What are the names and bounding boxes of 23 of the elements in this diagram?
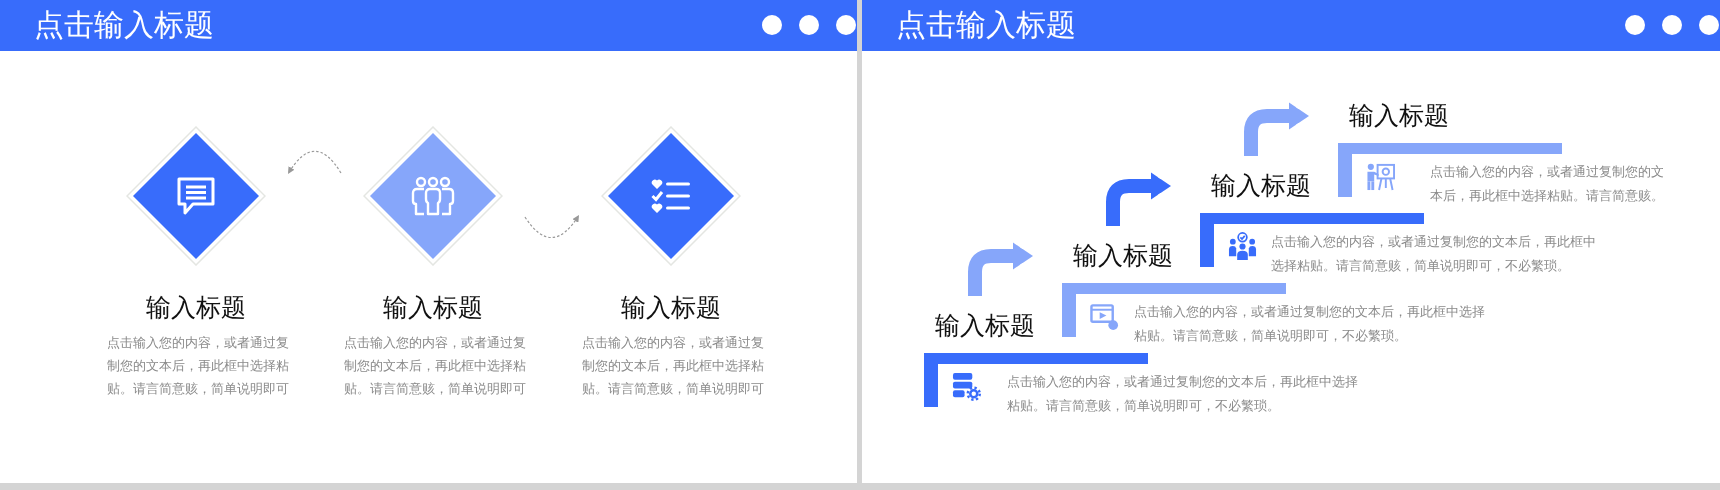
bent-arrow — [968, 242, 1033, 296]
slide-title: 点击输入标题 — [34, 7, 214, 43]
heading-text: 输入标题 — [145, 294, 247, 322]
description-text: 点击输入您的内容，或者通过复制您的文本后，再此框中选择粘贴。请言简意赅。 — [1430, 163, 1664, 205]
slide-title: 点击输入标题 — [896, 7, 1076, 43]
description-text: 点击输入您的内容，或者通过复制您的文本后，再此框中选择粘贴。请言简意赅，简单说明即可 — [344, 333, 526, 398]
bent-arrow — [1244, 102, 1309, 156]
heading-text: 输入标题 — [382, 294, 484, 322]
description-text: 点击输入您的内容，或者通过复制您的文本后，再此框中选择粘贴。请言简意赅，简单说明即可 — [582, 333, 764, 398]
dashed-curved-arrow — [524, 214, 580, 239]
description-text: 点击输入您的内容，或者通过复制您的文本后，再此框中选择粘贴。请言简意赅，简单说明即可 — [107, 333, 289, 398]
description-text: 点击输入您的内容，或者通过复制您的文本后，再此框中选择粘贴。请言简意赅，简单说明即可，不必繁琐。 — [1134, 303, 1485, 345]
slide-panel — [862, 0, 1720, 483]
description-text: 点击输入您的内容，或者通过复制您的文本后，再此框中选择粘贴。请言简意赅，简单说明即可，不必繁琐。 — [1007, 373, 1358, 415]
heading-text: 输入标题 — [1211, 172, 1311, 200]
bent-arrow — [1106, 172, 1171, 226]
heading-text: 输入标题 — [1073, 242, 1173, 270]
heading-text: 输入标题 — [935, 312, 1035, 340]
heading-text: 输入标题 — [620, 294, 722, 322]
dashed-curved-arrow — [287, 150, 342, 175]
slide-panel — [0, 0, 857, 483]
heading-text: 输入标题 — [1349, 102, 1449, 130]
description-text: 点击输入您的内容，或者通过复制您的文本后，再此框中选择粘贴。请言简意赅，简单说明即可，不必繁琐。 — [1271, 233, 1596, 275]
